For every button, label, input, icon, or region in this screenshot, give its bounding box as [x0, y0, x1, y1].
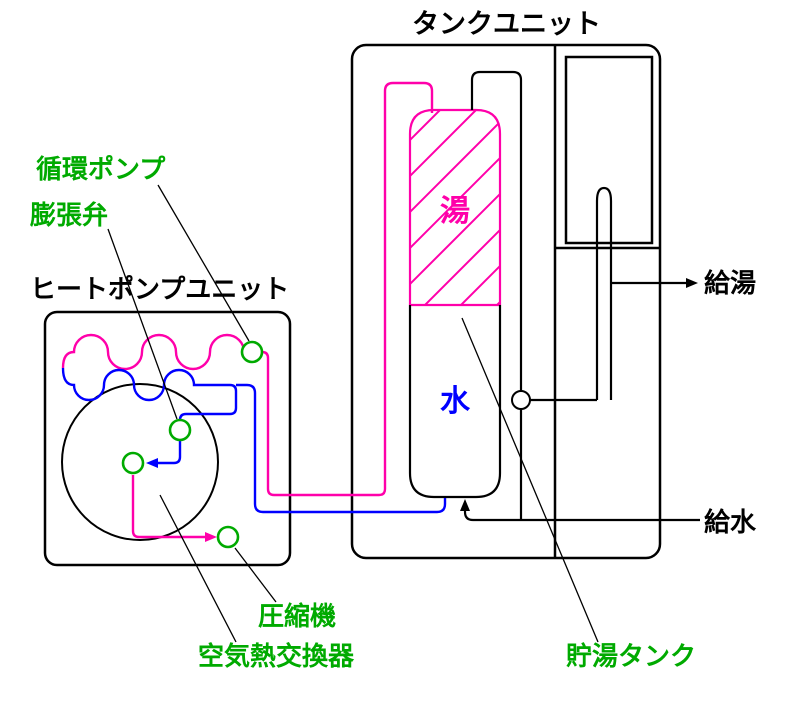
storage-tank-hot-section: [408, 108, 502, 307]
storage-tank-body: [410, 110, 500, 497]
hot-outlet-pipe-to-valve: [470, 70, 523, 391]
air-heat-exchanger-circle: [121, 451, 145, 475]
hot-pipe-pump-to-tank: [261, 81, 434, 497]
tank-hot-hatch: [410, 110, 500, 305]
bathtub-box: [564, 55, 654, 245]
label-storage-tank: 貯湯タンク: [566, 641, 696, 671]
label-tank-cold: 水: [440, 385, 471, 418]
label-circulation-pump: 循環ポンプ: [36, 154, 166, 184]
tank-unit-title: タンクユニット: [412, 9, 601, 39]
tank-cold-outline: [408, 305, 502, 499]
enclosures: [43, 43, 662, 567]
bathtub-standpipe: [595, 186, 613, 400]
expansion-valve-circle: [168, 418, 192, 442]
air-heat-exchanger-fan-circle: [61, 383, 219, 541]
water-supply-pipe: [460, 499, 700, 522]
label-tank-hot: 湯: [440, 195, 470, 228]
cold-pipe-tank-to-heat-pump: [236, 383, 447, 514]
label-water-in: 給水: [704, 507, 757, 537]
leader-compressor: [234, 547, 277, 603]
leader-lines: [107, 184, 599, 643]
evaporator-coil-cold: [61, 367, 215, 402]
tank-unit-box: [350, 43, 662, 560]
component-circles: [121, 340, 264, 549]
compressor-circle: [216, 525, 240, 549]
cold-pipe-to-expansion-valve: [178, 383, 238, 421]
condenser-coil-hot: [61, 333, 246, 371]
label-compressor: 圧縮機: [258, 601, 336, 631]
refrigerant-to-evaporator-arrow: [146, 440, 182, 468]
refrigerant-to-compressor-arrow: [131, 475, 217, 542]
black-plumbing: [460, 70, 700, 522]
label-hot-water-out: 給湯: [704, 268, 756, 298]
leader-air-heat-exchanger: [159, 494, 237, 643]
heat-pump-unit-title: ヒートポンプユニット: [30, 274, 289, 304]
label-air-heat-exchanger: 空気熱交換器: [198, 641, 355, 671]
cold-piping: [61, 367, 447, 514]
hot-piping: [61, 81, 434, 542]
leader-expansion-valve: [107, 228, 178, 420]
circulation-pump-circle: [240, 340, 264, 364]
leader-storage-tank: [461, 317, 599, 643]
label-expansion-valve: 膨張弁: [30, 200, 108, 230]
mixing-valve-circle: [511, 390, 531, 410]
leader-circulation-pump: [157, 184, 250, 342]
